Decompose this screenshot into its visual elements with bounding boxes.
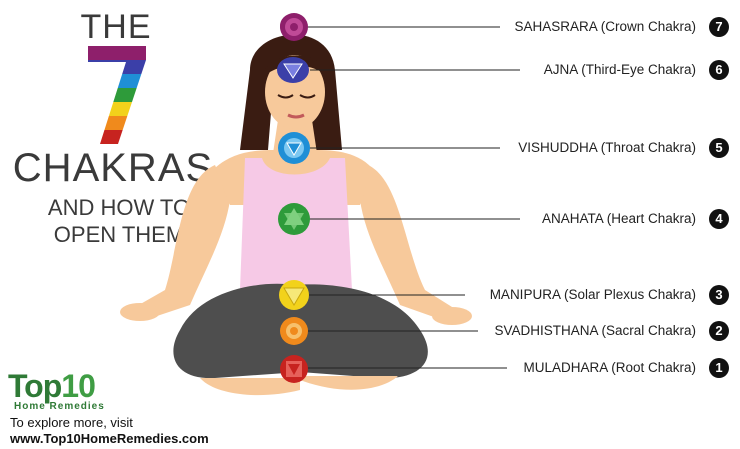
brand-logo-ten: 10: [61, 368, 96, 404]
chakra-label-sahasrara: SAHASRARA (Crown Chakra): [514, 19, 696, 34]
chakra-label-ajna: AJNA (Third-Eye Chakra): [543, 62, 696, 77]
chakra-number-3: 3: [709, 285, 729, 305]
brand-logo: Top10: [8, 368, 96, 405]
chakra-label-anahata: ANAHATA (Heart Chakra): [541, 211, 696, 226]
chakra-number-4: 4: [709, 209, 729, 229]
brand-home-remedies: Home Remedies: [14, 401, 105, 412]
brand-explore-text: To explore more, visit: [10, 415, 133, 430]
crown-chakra-icon: [280, 13, 308, 41]
throat-chakra-icon: [278, 132, 310, 164]
chakra-number-7: 7: [709, 17, 729, 37]
chakra-label-muladhara: MULADHARA (Root Chakra): [523, 360, 696, 375]
title-the: THE: [80, 8, 152, 46]
sacral-chakra-icon: [280, 317, 308, 345]
brand-url[interactable]: www.Top10HomeRemedies.com: [10, 431, 209, 446]
root-chakra-icon: [280, 355, 308, 383]
chakra-label-svadhisthana: SVADHISTHANA (Sacral Chakra): [494, 323, 696, 338]
chakra-number-5: 5: [709, 138, 729, 158]
chakra-number-2: 2: [709, 321, 729, 341]
title-subtitle-line2: OPEN THEM: [53, 222, 185, 247]
chakra-label-manipura: MANIPURA (Solar Plexus Chakra): [489, 287, 696, 302]
brand-logo-top: Top: [8, 368, 62, 404]
chakra-number-1: 1: [709, 358, 729, 378]
title-subtitle-line1: AND HOW TO: [47, 195, 191, 220]
third-eye-chakra-icon: [277, 57, 309, 83]
chakra-number-6: 6: [709, 60, 729, 80]
rainbow-seven: 7: [88, 46, 146, 144]
solar-plexus-chakra-icon: [279, 280, 309, 310]
title-chakras: CHAKRAS: [12, 146, 214, 190]
heart-chakra-icon: [278, 203, 310, 235]
chakra-label-vishuddha: VISHUDDHA (Throat Chakra): [518, 140, 696, 155]
